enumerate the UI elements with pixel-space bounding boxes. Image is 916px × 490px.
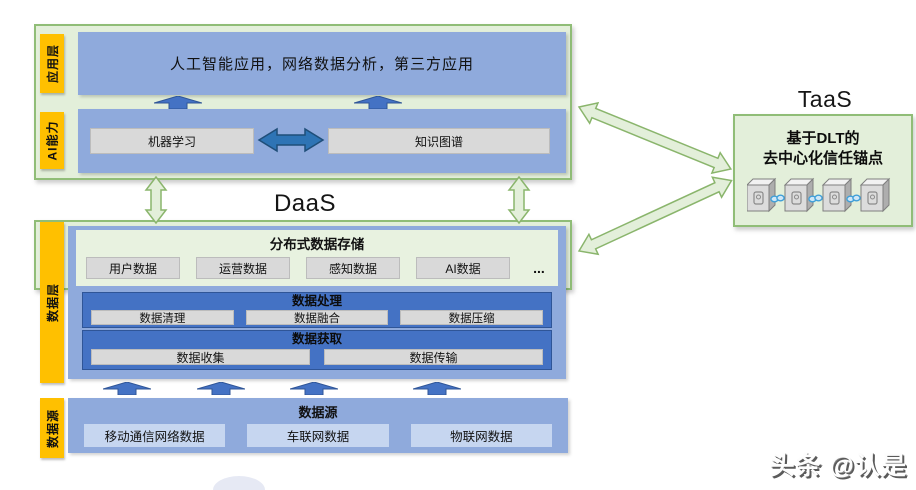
ai-capability-label: AI能力 <box>40 112 64 169</box>
machine-learning-box: 机器学习 <box>90 128 254 154</box>
watermark: 头条 @认是 <box>769 452 907 480</box>
data-source-box: 数据源 移动通信网络数据 车联网数据 物联网数据 <box>68 398 568 453</box>
chain-link-icon <box>846 194 861 203</box>
source-item: 车联网数据 <box>247 424 389 447</box>
up-arrow-icon <box>154 96 202 109</box>
source-item: 移动通信网络数据 <box>84 424 226 447</box>
data-layer-label: 数据层 <box>40 222 64 383</box>
double-arrow-vertical-icon <box>507 175 531 225</box>
data-processing-section: 数据处理 数据清理 数据融合 数据压缩 <box>82 292 552 328</box>
dlt-chain-icon <box>747 177 891 213</box>
taas-link-arrow-icon <box>577 176 733 256</box>
storage-item: 用户数据 <box>86 257 180 279</box>
distributed-storage-panel: 分布式数据存储 用户数据 运营数据 感知数据 AI数据 ... <box>76 230 558 286</box>
storage-item: AI数据 <box>416 257 510 279</box>
taas-line2: 去中心化信任锚点 <box>762 150 883 167</box>
daas-title: DaaS <box>273 190 337 217</box>
up-arrow-icon <box>413 382 461 395</box>
dlt-node-icon <box>821 177 853 213</box>
taas-link-arrow-icon <box>577 101 733 175</box>
data-layer-box: 分布式数据存储 用户数据 运营数据 感知数据 AI数据 ... 数据处理 数据清… <box>68 226 566 379</box>
up-arrow-icon <box>290 382 338 395</box>
data-acquisition-section: 数据获取 数据收集 数据传输 <box>82 330 552 370</box>
acquisition-item: 数据收集 <box>91 349 310 365</box>
double-arrow-vertical-icon <box>144 175 168 225</box>
dlt-node-icon <box>783 177 815 213</box>
application-layer-label: 应用层 <box>40 34 64 93</box>
chain-link-icon <box>808 194 823 203</box>
storage-more: ... <box>533 260 545 276</box>
decorative-ellipse <box>213 476 265 490</box>
storage-title: 分布式数据存储 <box>269 237 365 252</box>
up-arrow-icon <box>197 382 245 395</box>
knowledge-graph-box: 知识图谱 <box>328 128 550 154</box>
taas-title: TaaS <box>797 86 853 112</box>
dlt-node-chain <box>735 175 911 215</box>
acquisition-title: 数据获取 <box>291 332 342 346</box>
source-title: 数据源 <box>298 405 338 420</box>
up-arrow-icon <box>103 382 151 395</box>
up-arrow-icon <box>354 96 402 109</box>
dlt-node-icon <box>747 177 777 213</box>
source-item: 物联网数据 <box>410 424 552 447</box>
acquisition-item: 数据传输 <box>324 349 543 365</box>
storage-item: 感知数据 <box>306 257 400 279</box>
storage-item: 运营数据 <box>196 257 290 279</box>
processing-item: 数据融合 <box>245 310 389 325</box>
double-arrow-horizontal-icon <box>257 126 325 154</box>
processing-title: 数据处理 <box>291 294 342 308</box>
application-row: 人工智能应用，网络数据分析，第三方应用 <box>78 32 566 95</box>
taas-line1: 基于DLT的 <box>786 130 860 147</box>
application-content: 人工智能应用，网络数据分析，第三方应用 <box>169 56 474 73</box>
taas-box: 基于DLT的 去中心化信任锚点 <box>733 114 913 227</box>
data-source-label: 数据源 <box>40 398 64 458</box>
chain-link-icon <box>770 194 785 203</box>
dlt-node-icon <box>859 177 891 213</box>
processing-item: 数据压缩 <box>400 310 544 325</box>
processing-item: 数据清理 <box>91 310 234 325</box>
